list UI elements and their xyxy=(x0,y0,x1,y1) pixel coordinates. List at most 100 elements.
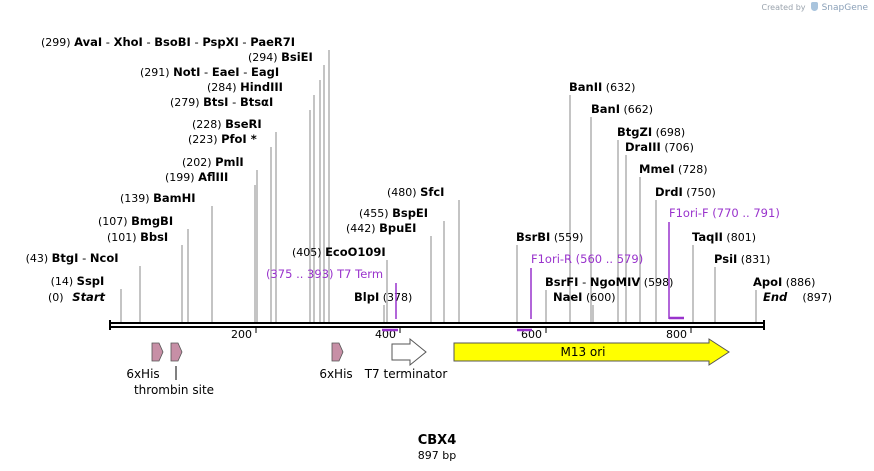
site-position: (139) xyxy=(120,192,153,205)
site-position: (107) xyxy=(98,215,131,228)
restriction-site-label: (299) AvaI - XhoI - BsoBI - PspXI - PaeR… xyxy=(41,35,295,49)
enzyme-name: BanII xyxy=(569,80,602,94)
his-tag-1-arrow xyxy=(151,342,164,362)
m13-ori-arrow xyxy=(453,338,730,366)
enzyme-name: BanI xyxy=(591,102,620,116)
site-position: (632) xyxy=(602,81,635,94)
restriction-site-label: (294) BsiEI xyxy=(248,50,313,64)
his-tag-2-arrow xyxy=(331,342,344,362)
map-length: 897 bp xyxy=(418,449,456,462)
primer-label: F1ori-F (770 .. 791) xyxy=(669,206,780,220)
enzyme-separator: - xyxy=(228,95,239,109)
site-position: (43) xyxy=(26,252,52,265)
restriction-site-label: (139) BamHI xyxy=(120,191,196,205)
restriction-site-label: ApoI (886) xyxy=(753,275,815,289)
site-position: (728) xyxy=(675,163,708,176)
enzyme-name: EcoO109I xyxy=(325,245,386,259)
enzyme-separator: - xyxy=(143,35,154,49)
site-position: (455) xyxy=(359,207,392,220)
site-position: (101) xyxy=(107,231,140,244)
restriction-site-label: BlpI (378) xyxy=(354,290,412,304)
enzyme-name: ApoI xyxy=(753,275,782,289)
enzyme-name: NgoMIV xyxy=(590,275,640,289)
site-position: (199) xyxy=(165,171,198,184)
enzyme-name: AvaI xyxy=(74,35,102,49)
restriction-site-label: TaqII (801) xyxy=(692,230,756,244)
enzyme-name: BamHI xyxy=(153,191,195,205)
scale-tick-label: 200 xyxy=(231,328,252,341)
feature-label: 6xHis xyxy=(126,367,159,381)
enzyme-name: DrdI xyxy=(655,185,683,199)
enzyme-name: DraIII xyxy=(625,140,661,154)
restriction-site-label: MmeI (728) xyxy=(639,162,708,176)
site-position: (405) xyxy=(292,246,325,259)
enzyme-name: BspEI xyxy=(392,206,428,220)
restriction-site-label: BsrBI (559) xyxy=(516,230,583,244)
enzyme-name: BsiEI xyxy=(281,50,313,64)
enzyme-name: SspI xyxy=(77,274,105,288)
restriction-site-label: BtgZI (698) xyxy=(617,125,685,139)
enzyme-name: SfcI xyxy=(420,185,444,199)
site-position: (600) xyxy=(582,291,615,304)
enzyme-separator: - xyxy=(191,35,202,49)
site-position: (886) xyxy=(782,276,815,289)
site-position: (294) xyxy=(248,51,281,64)
start-position: (0) xyxy=(48,291,64,304)
enzyme-name: TaqII xyxy=(692,230,723,244)
restriction-site-label: (284) HindIII xyxy=(207,80,283,94)
end-label: End xyxy=(763,290,788,304)
enzyme-separator: - xyxy=(102,35,113,49)
enzyme-name: PaeR7I xyxy=(250,35,295,49)
restriction-site-label: BanI (662) xyxy=(591,102,653,116)
site-position: (14) xyxy=(51,275,77,288)
enzyme-name: BtgI xyxy=(52,251,79,265)
feature-label: T7 terminator xyxy=(364,367,448,381)
enzyme-separator: - xyxy=(578,275,589,289)
restriction-site-label: (43) BtgI - NcoI xyxy=(26,251,119,265)
restriction-site-label: (101) BbsI xyxy=(107,230,168,244)
site-position: (598) xyxy=(640,276,673,289)
site-position: (284) xyxy=(207,81,240,94)
restriction-site-label: (279) BtsI - BtsαI xyxy=(170,95,273,109)
site-position: (698) xyxy=(652,126,685,139)
site-position: (801) xyxy=(723,231,756,244)
enzyme-separator: - xyxy=(78,251,89,265)
enzyme-name: PmlI xyxy=(215,155,244,169)
site-position: (228) xyxy=(192,118,225,131)
map-title: CBX4 xyxy=(418,433,457,448)
restriction-site-label: DraIII (706) xyxy=(625,140,694,154)
site-position: (662) xyxy=(620,103,653,116)
enzyme-separator: - xyxy=(240,65,251,79)
site-position: (279) xyxy=(170,96,203,109)
site-position: (480) xyxy=(387,186,420,199)
site-position: (299) xyxy=(41,36,74,49)
restriction-site-label: (228) BseRI xyxy=(192,117,262,131)
enzyme-name: HindIII xyxy=(240,80,283,94)
restriction-site-label: (199) AflIII xyxy=(165,170,228,184)
enzyme-name: BsoBI xyxy=(154,35,191,49)
site-position: (291) xyxy=(140,66,173,79)
restriction-site-label: (480) SfcI xyxy=(387,185,444,199)
enzyme-name: XhoI xyxy=(114,35,143,49)
enzyme-name: BtgZI xyxy=(617,125,652,139)
enzyme-separator: - xyxy=(200,65,211,79)
site-position: (706) xyxy=(661,141,694,154)
enzyme-name: BsrBI xyxy=(516,230,550,244)
enzyme-name: MmeI xyxy=(639,162,675,176)
site-position: (750) xyxy=(683,186,716,199)
enzyme-name: BsrFI xyxy=(545,275,578,289)
enzyme-name: BlpI xyxy=(354,290,379,304)
enzyme-name: BtsI xyxy=(203,95,228,109)
site-position: (559) xyxy=(550,231,583,244)
snapgene-credit: Created by SnapGene xyxy=(761,2,868,13)
snapgene-logo-icon xyxy=(811,2,819,11)
restriction-site-label: (442) BpuEI xyxy=(346,221,416,235)
enzyme-name: AflIII xyxy=(198,170,228,184)
site-position: (831) xyxy=(737,253,770,266)
restriction-site-label: (223) PfoI * xyxy=(188,132,257,146)
site-position: (202) xyxy=(182,156,215,169)
enzyme-separator: - xyxy=(239,35,250,49)
enzyme-name: BtsαI xyxy=(240,95,273,109)
restriction-site-label: DrdI (750) xyxy=(655,185,716,199)
